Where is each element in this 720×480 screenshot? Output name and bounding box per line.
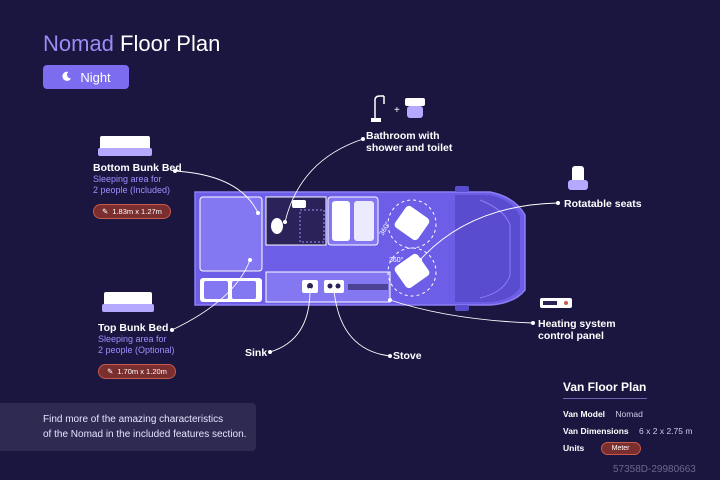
callout-sink: Sink [245, 347, 268, 359]
callout-stove: Stove [393, 350, 422, 362]
bottom-bunk-dims-badge: ✎ 1.83m x 1.27m [93, 203, 171, 219]
shower-icon [371, 95, 385, 122]
legend-row-dims: Van Dimensions 6 x 2 x 2.75 m [563, 426, 692, 436]
rotatable-seats [387, 199, 437, 297]
legend-model-key: Van Model [563, 409, 606, 419]
callout-bottom-bunk: Bottom Bunk Bed Sleeping area for 2 peop… [93, 162, 182, 219]
watermark: 57358D-29980663 [613, 464, 696, 475]
callout-bathroom: Bathroom with shower and toilet [366, 130, 452, 154]
kitchen-area [265, 271, 391, 303]
callout-top-bunk-sub2: 2 people (Optional) [98, 345, 175, 356]
connector-heating [389, 299, 534, 324]
callout-heating-line1: Heating system [538, 318, 616, 330]
bottom-bunk-icon [98, 136, 152, 156]
moon-icon [61, 70, 72, 85]
top-bunk-dims: 1.70m x 1.20m [117, 366, 167, 376]
seat-icon [568, 166, 588, 190]
legend-units-key: Units [563, 442, 585, 453]
callout-top-bunk-title: Top Bunk Bed [98, 322, 169, 334]
bathroom-area [265, 196, 327, 246]
rotation-label-2: 360° [389, 256, 404, 264]
legend-row-units: Units Meter [563, 442, 641, 455]
callout-heating-line2: control panel [538, 330, 604, 342]
features-info-box: Find more of the amazing characteristics… [0, 403, 256, 451]
callout-bottom-bunk-sub1: Sleeping area for [93, 174, 162, 184]
night-toggle-label: Night [80, 69, 111, 85]
plus-icon: + [394, 105, 400, 116]
ruler-icon: ✎ [102, 206, 109, 216]
ruler-icon: ✎ [107, 366, 114, 376]
connector-stove [333, 289, 391, 357]
units-badge: Meter [600, 442, 641, 455]
callout-top-bunk-sub1: Sleeping area for [98, 334, 167, 344]
top-bunk-dims-badge: ✎ 1.70m x 1.20m [98, 363, 176, 379]
callout-connectors [171, 138, 559, 357]
title-rest: Floor Plan [120, 31, 221, 56]
night-mode-toggle[interactable]: Night [43, 65, 129, 89]
legend-divider [563, 398, 647, 399]
toilet-icon [405, 98, 425, 118]
connector-bottom-bunk [174, 170, 259, 214]
connector-rotatable-seats [419, 202, 559, 261]
legend-row-model: Van Model Nomad [563, 409, 643, 419]
callout-bathroom-line2: shower and toilet [366, 142, 453, 154]
callout-top-bunk: Top Bunk Bed Sleeping area for 2 people … [98, 322, 176, 379]
callout-bathroom-line1: Bathroom with [366, 130, 440, 142]
info-line-2: of the Nomad in the included features se… [43, 429, 247, 440]
title-accent: Nomad [43, 31, 114, 56]
control-panel-icon [540, 298, 572, 308]
callout-bottom-bunk-sub2: 2 people (Included) [93, 185, 171, 196]
callout-heating: Heating system control panel [538, 318, 616, 342]
page-title: Nomad Floor Plan [43, 31, 220, 57]
legend-title: Van Floor Plan [563, 380, 647, 394]
top-bunk-icon [102, 292, 154, 312]
legend-model-value: Nomad [615, 409, 643, 419]
seating-area [327, 196, 379, 246]
bottom-bunk-dims: 1.83m x 1.27m [112, 206, 162, 216]
connector-bathroom [284, 138, 364, 223]
connector-sink [269, 289, 311, 353]
connector-top-bunk [171, 259, 251, 331]
info-line-1: Find more of the amazing characteristics [43, 414, 224, 425]
legend-dims-key: Van Dimensions [563, 426, 629, 436]
callout-rotatable-seats: Rotatable seats [564, 198, 642, 210]
connector-dots [170, 137, 560, 358]
callout-bottom-bunk-title: Bottom Bunk Bed [93, 162, 182, 174]
bottom-bunk-area [199, 196, 263, 302]
legend-dims-value: 6 x 2 x 2.75 m [639, 426, 693, 436]
